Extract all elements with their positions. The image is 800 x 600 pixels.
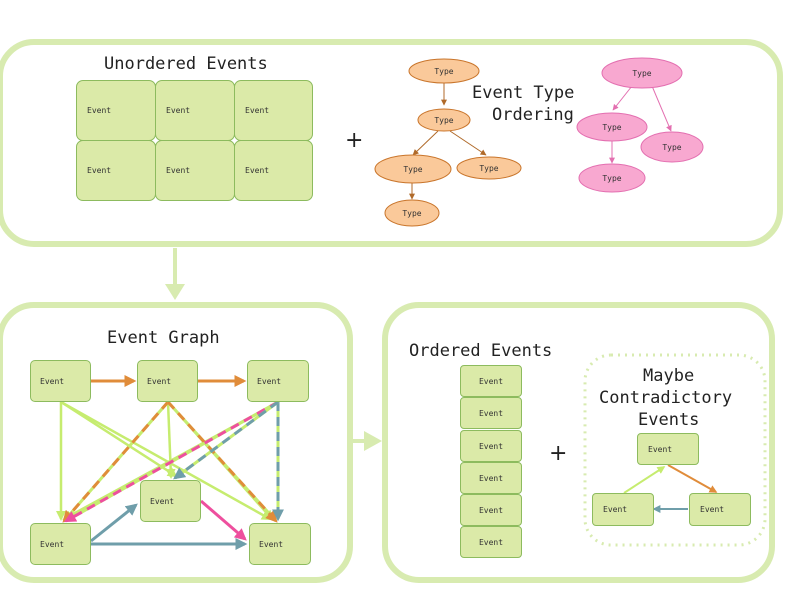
event-graph-title: Event Graph <box>107 328 220 348</box>
graph-event-node: Event <box>249 523 311 565</box>
event-graph-edges <box>56 375 284 550</box>
contradictory-box <box>583 353 767 547</box>
orange-type-tree: Type Type Type Type Type <box>374 58 522 227</box>
plus-sign: + <box>549 441 568 466</box>
top-panel <box>0 39 783 247</box>
contradictory-event: Event <box>637 433 699 465</box>
ordered-event: Event <box>460 462 522 494</box>
ordered-event: Event <box>460 430 522 462</box>
contradictory-event: Event <box>689 493 751 526</box>
unordered-event: Event <box>155 80 235 141</box>
type-node <box>456 156 522 180</box>
type-label: Type <box>434 67 453 76</box>
type-node <box>578 163 646 193</box>
type-node <box>374 154 452 184</box>
graph-event-node: Event <box>247 360 309 402</box>
type-node <box>408 58 480 84</box>
top-to-graph-arrow <box>165 248 185 300</box>
type-label: Type <box>403 165 422 174</box>
pink-type-tree: Type Type Type Type <box>576 57 704 193</box>
events-title: Events <box>638 410 700 430</box>
type-label: Type <box>602 123 621 132</box>
graph-event-node: Event <box>30 360 91 402</box>
graph-to-ordered-arrow <box>352 431 382 451</box>
type-node <box>601 57 683 89</box>
type-node <box>417 108 471 132</box>
unordered-events-title: Unordered Events <box>104 54 268 74</box>
unordered-event: Event <box>76 140 156 201</box>
ordered-event: Event <box>460 526 522 558</box>
ordered-event: Event <box>460 365 522 397</box>
graph-event-node: Event <box>140 480 201 522</box>
contradictory-event: Event <box>592 493 654 526</box>
maybe-title: Maybe <box>643 366 695 386</box>
graph-event-node: Event <box>137 360 198 402</box>
ordered-panel <box>382 302 775 583</box>
graph-event-node: Event <box>30 523 91 565</box>
contradictory-title: Contradictory <box>599 388 733 408</box>
type-label: Type <box>434 116 453 125</box>
unordered-event: Event <box>155 140 235 201</box>
graph-panel <box>0 302 353 583</box>
type-node <box>576 112 648 142</box>
type-label: Type <box>662 143 681 152</box>
type-label: Type <box>632 69 651 78</box>
type-label: Type <box>402 209 421 218</box>
ordered-events-title: Ordered Events <box>409 341 553 361</box>
type-node <box>640 131 704 163</box>
type-node <box>384 199 440 227</box>
unordered-event: Event <box>76 80 156 141</box>
unordered-event: Event <box>234 140 313 201</box>
type-label: Type <box>602 174 621 183</box>
ordered-event: Event <box>460 494 522 526</box>
plus-sign: + <box>345 128 364 153</box>
type-label: Type <box>479 164 498 173</box>
event-type-ordering-title-line1: Event Type <box>472 83 575 103</box>
event-type-ordering-title-line2: Ordering <box>492 105 574 125</box>
unordered-event: Event <box>234 80 313 141</box>
ordered-event: Event <box>460 397 522 429</box>
contradictory-edges <box>623 464 718 513</box>
